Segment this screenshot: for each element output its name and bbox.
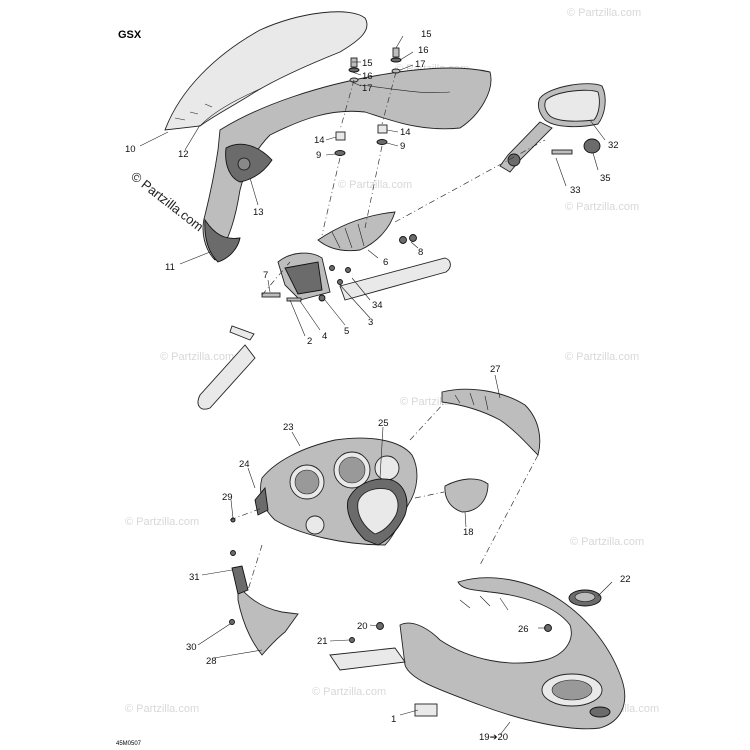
handlebar-part (197, 257, 451, 410)
callout-8: 8 (418, 247, 423, 258)
callout-16-left: 16 (362, 71, 373, 82)
svg-text:© Partzilla.com: © Partzilla.com (160, 351, 234, 363)
callout-7: 7 (263, 270, 268, 281)
lower-assembly-lines (229, 401, 539, 591)
svg-text:© Partzilla.com: © Partzilla.com (338, 179, 412, 191)
callout-23: 23 (283, 422, 294, 433)
callout-25: 25 (378, 418, 389, 429)
callout-17-left: 17 (362, 83, 373, 94)
mirror-screw (551, 138, 601, 155)
callout-30: 30 (186, 642, 197, 653)
svg-text:© Partzilla.com: © Partzilla.com (565, 201, 639, 213)
lower-leader-lines (197, 374, 613, 736)
callout-15-right: 15 (421, 29, 432, 40)
cover-part (441, 388, 541, 456)
callout-9-right: 9 (400, 141, 405, 152)
callout-19-20: 19➔20 (479, 732, 508, 743)
model-label: GSX (118, 29, 142, 41)
grommets (334, 124, 388, 156)
callout-24: 24 (239, 459, 250, 470)
bracket-screws (261, 265, 351, 302)
callout-27: 27 (490, 364, 501, 375)
bracket-nuts (399, 234, 417, 244)
side-panel-part (229, 517, 299, 656)
callout-1: 1 (391, 714, 396, 725)
callout-31: 31 (189, 572, 200, 583)
callout-15-left: 15 (362, 58, 373, 69)
callout-22: 22 (620, 574, 631, 585)
callout-35: 35 (600, 173, 611, 184)
bracket-part (317, 211, 396, 252)
callout-33: 33 (570, 185, 581, 196)
windshield-part (164, 11, 368, 131)
callout-3: 3 (368, 317, 373, 328)
callout-16-right: 16 (418, 45, 429, 56)
callout-32: 32 (608, 140, 619, 151)
svg-text:© Partzilla.com: © Partzilla.com (125, 703, 199, 715)
callout-10: 10 (125, 144, 136, 155)
upper-fairing-part (202, 67, 492, 263)
callout-4: 4 (322, 331, 327, 342)
callout-13: 13 (253, 207, 264, 218)
mirror-part (499, 83, 606, 173)
callout-14-right: 14 (400, 127, 411, 138)
callout-5: 5 (344, 326, 349, 337)
lower-console-part (329, 577, 626, 730)
callout-28: 28 (206, 656, 217, 667)
upper-leader-lines (139, 35, 606, 337)
callout-14-left: 14 (314, 135, 325, 146)
support-bracket-part (277, 252, 331, 301)
drawing-code: 45M0507 (116, 741, 142, 747)
upper-assembly-lines (261, 71, 546, 296)
svg-text:© Partzilla.com: © Partzilla.com (312, 686, 386, 698)
callout-17-right: 17 (415, 59, 426, 70)
bezel-part (347, 478, 408, 546)
callout-labels: 10 12 11 13 15 16 17 15 16 17 14 9 14 9 … (125, 29, 631, 743)
callout-2: 2 (307, 336, 312, 347)
screw-stack-left (348, 57, 360, 83)
callout-18: 18 (463, 527, 474, 538)
callout-26: 26 (518, 624, 529, 635)
callout-12: 12 (178, 149, 189, 160)
svg-text:© Partzilla.com: © Partzilla.com (567, 7, 641, 19)
callout-6: 6 (383, 257, 388, 268)
ring-part (568, 589, 602, 607)
callout-11: 11 (165, 262, 175, 273)
svg-text:© Partzilla.com: © Partzilla.com (570, 536, 644, 548)
svg-text:© Partzilla.com: © Partzilla.com (565, 351, 639, 363)
svg-text:© Partzilla.com: © Partzilla.com (125, 516, 199, 528)
cap-part (444, 478, 489, 513)
callout-34: 34 (372, 300, 383, 311)
watermarks: © Partzilla.com © Partzilla.com © Partzi… (125, 7, 659, 715)
callout-29: 29 (222, 492, 233, 503)
callout-21: 21 (317, 636, 328, 647)
copyright-watermark: © Partzilla.com (128, 169, 206, 235)
callout-20: 20 (357, 621, 368, 632)
callout-9-left: 9 (316, 150, 321, 161)
